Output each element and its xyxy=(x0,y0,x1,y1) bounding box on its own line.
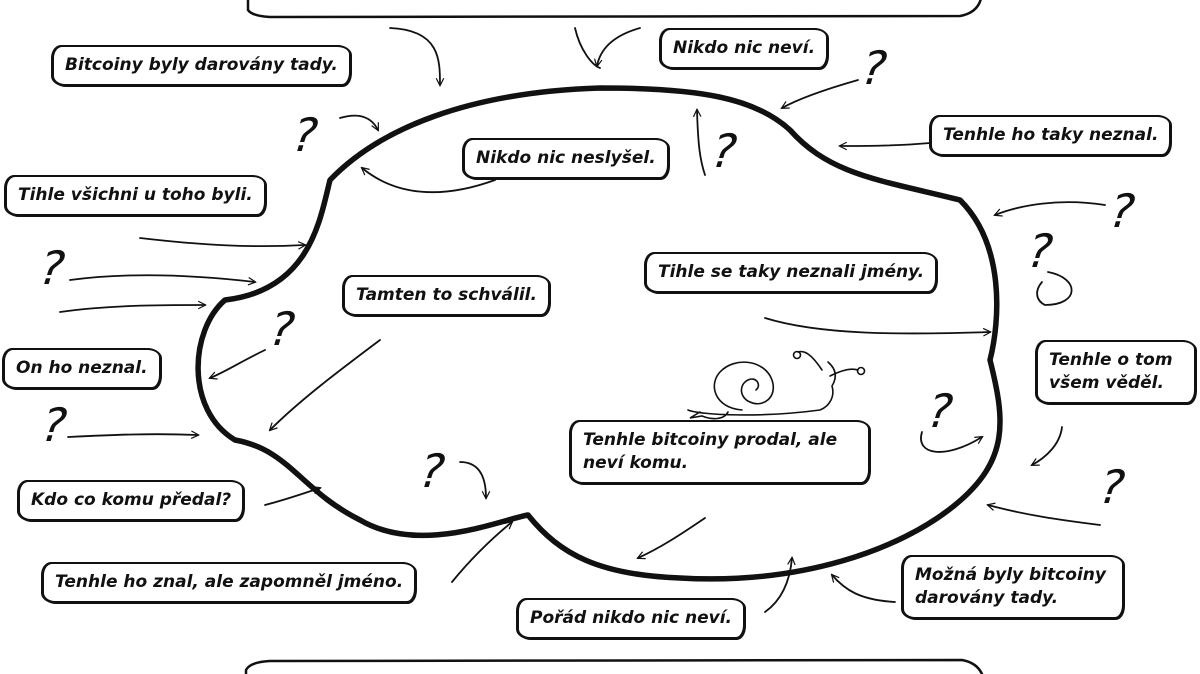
label-darovany-tady: Bitcoiny byly darovány tady. xyxy=(52,45,351,86)
arrow xyxy=(210,349,266,378)
arrow xyxy=(832,575,896,603)
arrow xyxy=(362,168,496,194)
label-tenhle-ho-taky-neznal: Tenhle ho taky neznal. xyxy=(930,115,1172,156)
arrow xyxy=(339,114,378,130)
label-kdo-co-komu: Kdo co komu předal? xyxy=(18,480,245,521)
arrow xyxy=(764,317,990,334)
question-mark-icon: ? xyxy=(267,302,298,356)
question-mark-icon: ? xyxy=(417,444,448,498)
arrow xyxy=(139,237,305,246)
arrow xyxy=(638,517,706,558)
arrow xyxy=(270,339,381,430)
arrow xyxy=(995,201,1106,215)
label-tenhle-prodal: Tenhle bitcoiny prodal, ale neví komu. xyxy=(570,420,870,484)
label-mozna-darovany: Možná byly bitcoiny darovány tady. xyxy=(902,555,1124,619)
label-porad-nikdo: Pořád nikdo nic neví. xyxy=(517,598,746,639)
bottom-cutoff-box xyxy=(244,658,984,674)
label-tihle-vsichni: Tihle všichni u toho byli. xyxy=(5,175,266,216)
question-mark-icon: ? xyxy=(290,108,321,162)
question-mark-icon: ? xyxy=(39,398,70,452)
arrow xyxy=(389,27,440,85)
top-cutoff-box xyxy=(246,0,982,19)
arrow xyxy=(1036,271,1073,306)
label-tenhle-ho-znal: Tenhle ho znal, ale zapomněl jméno. xyxy=(42,562,417,603)
question-mark-icon: ? xyxy=(925,384,956,438)
label-nikdo-nic-neslysel: Nikdo nic neslyšel. xyxy=(463,138,669,179)
label-tamten-schvalil: Tamten to schválil. xyxy=(343,275,550,316)
arrow xyxy=(59,305,205,313)
arrow xyxy=(264,488,320,506)
arrow xyxy=(574,27,601,69)
question-mark-icon: ? xyxy=(1107,184,1138,238)
arrow xyxy=(988,505,1101,526)
central-blob xyxy=(195,85,1003,582)
arrow xyxy=(69,274,255,282)
label-on-ho-neznal: On ho neznal. xyxy=(3,348,161,389)
arrow xyxy=(764,558,792,613)
arrow xyxy=(597,27,641,66)
arrow xyxy=(697,110,706,176)
arrow xyxy=(920,431,982,453)
label-tihle-se-taky-neznali: Tihle se taky neznali jmény. xyxy=(645,252,938,293)
label-tenhle-o-tom-vsem: Tenhle o tom všem věděl. xyxy=(1036,340,1196,404)
question-mark-icon: ? xyxy=(709,124,740,178)
question-mark-icon: ? xyxy=(1097,460,1128,514)
question-mark-icon: ? xyxy=(1025,224,1056,278)
question-mark-icon: ? xyxy=(37,241,68,295)
arrow xyxy=(1032,426,1063,465)
label-nikdo-nic-nevi: Nikdo nic neví. xyxy=(660,28,829,69)
question-mark-icon: ? xyxy=(859,41,890,95)
arrow xyxy=(840,143,931,146)
arrow xyxy=(459,461,486,498)
arrow xyxy=(67,434,198,437)
arrow xyxy=(451,522,512,583)
arrow xyxy=(782,79,859,108)
snail-icon xyxy=(687,350,866,420)
